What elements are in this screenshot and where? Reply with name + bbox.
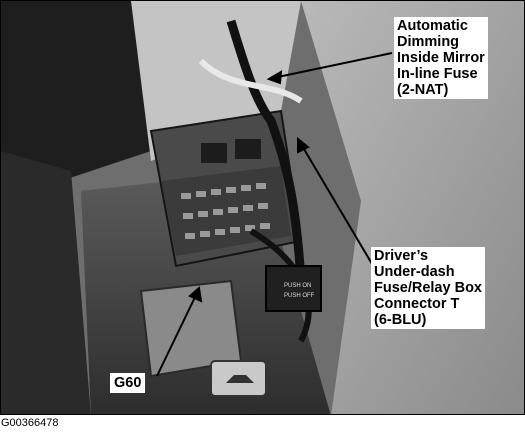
fuse-relay-box — [149, 109, 303, 268]
leader-arrowhead-g60 — [188, 286, 203, 303]
label-fuse-relay-connector: Driver’s Under-dash Fuse/Relay Box Conne… — [371, 247, 485, 329]
leader-mirror-fuse — [272, 52, 393, 79]
wire-tape — [198, 58, 303, 104]
figure-id-caption: G00366478 — [1, 417, 59, 429]
label-mirror-fuse: Automatic Dimming Inside Mirror In-line … — [394, 17, 488, 99]
switch-label-off: PUSH OFF — [284, 293, 315, 299]
leader-arrowhead-connector — [297, 136, 310, 154]
upper-trim — [131, 1, 301, 161]
label-ground-g60: G60 — [110, 373, 146, 393]
car-hood-icon — [226, 375, 254, 383]
leader-g60 — [156, 292, 198, 377]
leader-arrowhead-mirror — [266, 70, 283, 85]
under-dash-photo: PUSH ON PUSH OFF Automatic Dimming Insid… — [0, 0, 525, 415]
wire-harness — [226, 19, 306, 282]
door-pillar — [1, 151, 91, 414]
push-switch: PUSH ON PUSH OFF — [265, 265, 322, 312]
switch-label-on: PUSH ON — [284, 283, 311, 289]
leader-connector — [300, 143, 376, 270]
